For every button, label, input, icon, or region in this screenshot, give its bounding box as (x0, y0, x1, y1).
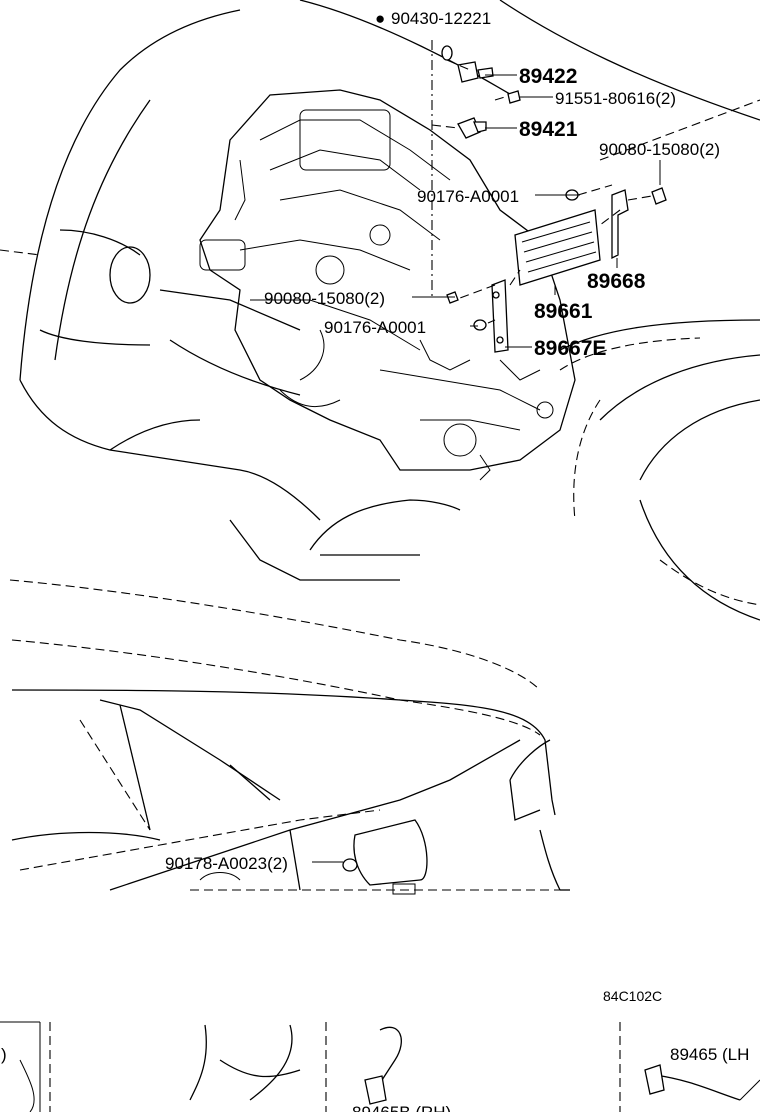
bolt-icon (651, 187, 667, 205)
vehicle-rear-outline (11, 639, 570, 895)
callout-89668: 89668 (587, 270, 646, 293)
bullet-marker: ● (375, 9, 385, 28)
fasteners (342, 45, 667, 872)
callout-91551-80616: 91551-80616(2) (555, 89, 676, 108)
bolt-icon (507, 90, 521, 104)
nut-icon (473, 319, 487, 331)
callout-89421: 89421 (519, 118, 578, 141)
ecu-module (514, 209, 601, 286)
vehicle-front-outline (0, 0, 760, 691)
assembly-lines (431, 40, 653, 324)
callout-90176-A0001-lower: 90176-A0001 (324, 318, 426, 337)
callout-labels: ● 90430-12221 89422 91551-80616(2) 89421… (1, 9, 749, 1112)
callout-90080-15080-upper: 90080-15080(2) (599, 140, 720, 159)
ecu-assembly (491, 189, 629, 353)
callout-fragment-left: ) (1, 1045, 7, 1064)
sensor-89422 (457, 61, 479, 83)
callout-89465B-rh: 89465B (RH) (352, 1103, 451, 1112)
callout-90430-12221: 90430-12221 (391, 9, 491, 28)
bottom-panels (0, 1021, 760, 1112)
callout-90080-15080-lower: 90080-15080(2) (264, 289, 385, 308)
callout-90176-A0001-upper: 90176-A0001 (417, 187, 519, 206)
washer-icon (441, 45, 453, 61)
engine-assembly (199, 89, 576, 481)
callout-89422: 89422 (519, 65, 577, 88)
callout-89661: 89661 (534, 300, 593, 323)
diagram-code: 84C102C (603, 988, 662, 1004)
callout-89667E: 89667E (534, 337, 606, 360)
leader-lines (312, 74, 661, 863)
nut-icon (342, 858, 358, 872)
callout-90178-A0023: 90178-A0023(2) (165, 854, 288, 873)
ecu-bracket-right (611, 189, 629, 260)
callout-89465-lh: 89465 (LH (670, 1045, 749, 1064)
